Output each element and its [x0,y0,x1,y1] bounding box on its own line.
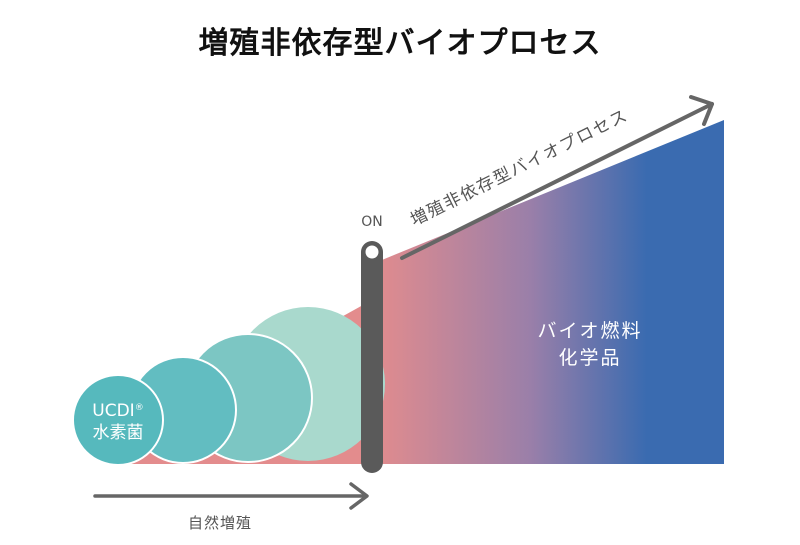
process-arrow-head [689,95,714,126]
registered-mark: ® [134,403,144,413]
process-arrow-line [400,102,714,260]
natural-growth-label: 自然増殖 [187,514,252,532]
ucdi-circle [72,374,164,466]
on-switch-knob [365,245,379,259]
on-label: ON [361,214,383,230]
ucdi-label: UCDI® 水素菌 [78,400,158,444]
product-chemicals: 化学品 [558,347,622,369]
on-switch-bar [361,241,383,473]
ucdi-name: UCDI [92,401,135,421]
hydrogen-bacteria-label: 水素菌 [92,423,144,443]
page-title: 増殖非依存型バイオプロセス [198,26,602,61]
growth-arrow-head [349,482,369,510]
product-biofuel: バイオ燃料 [537,320,643,342]
process-wedge [372,120,724,464]
